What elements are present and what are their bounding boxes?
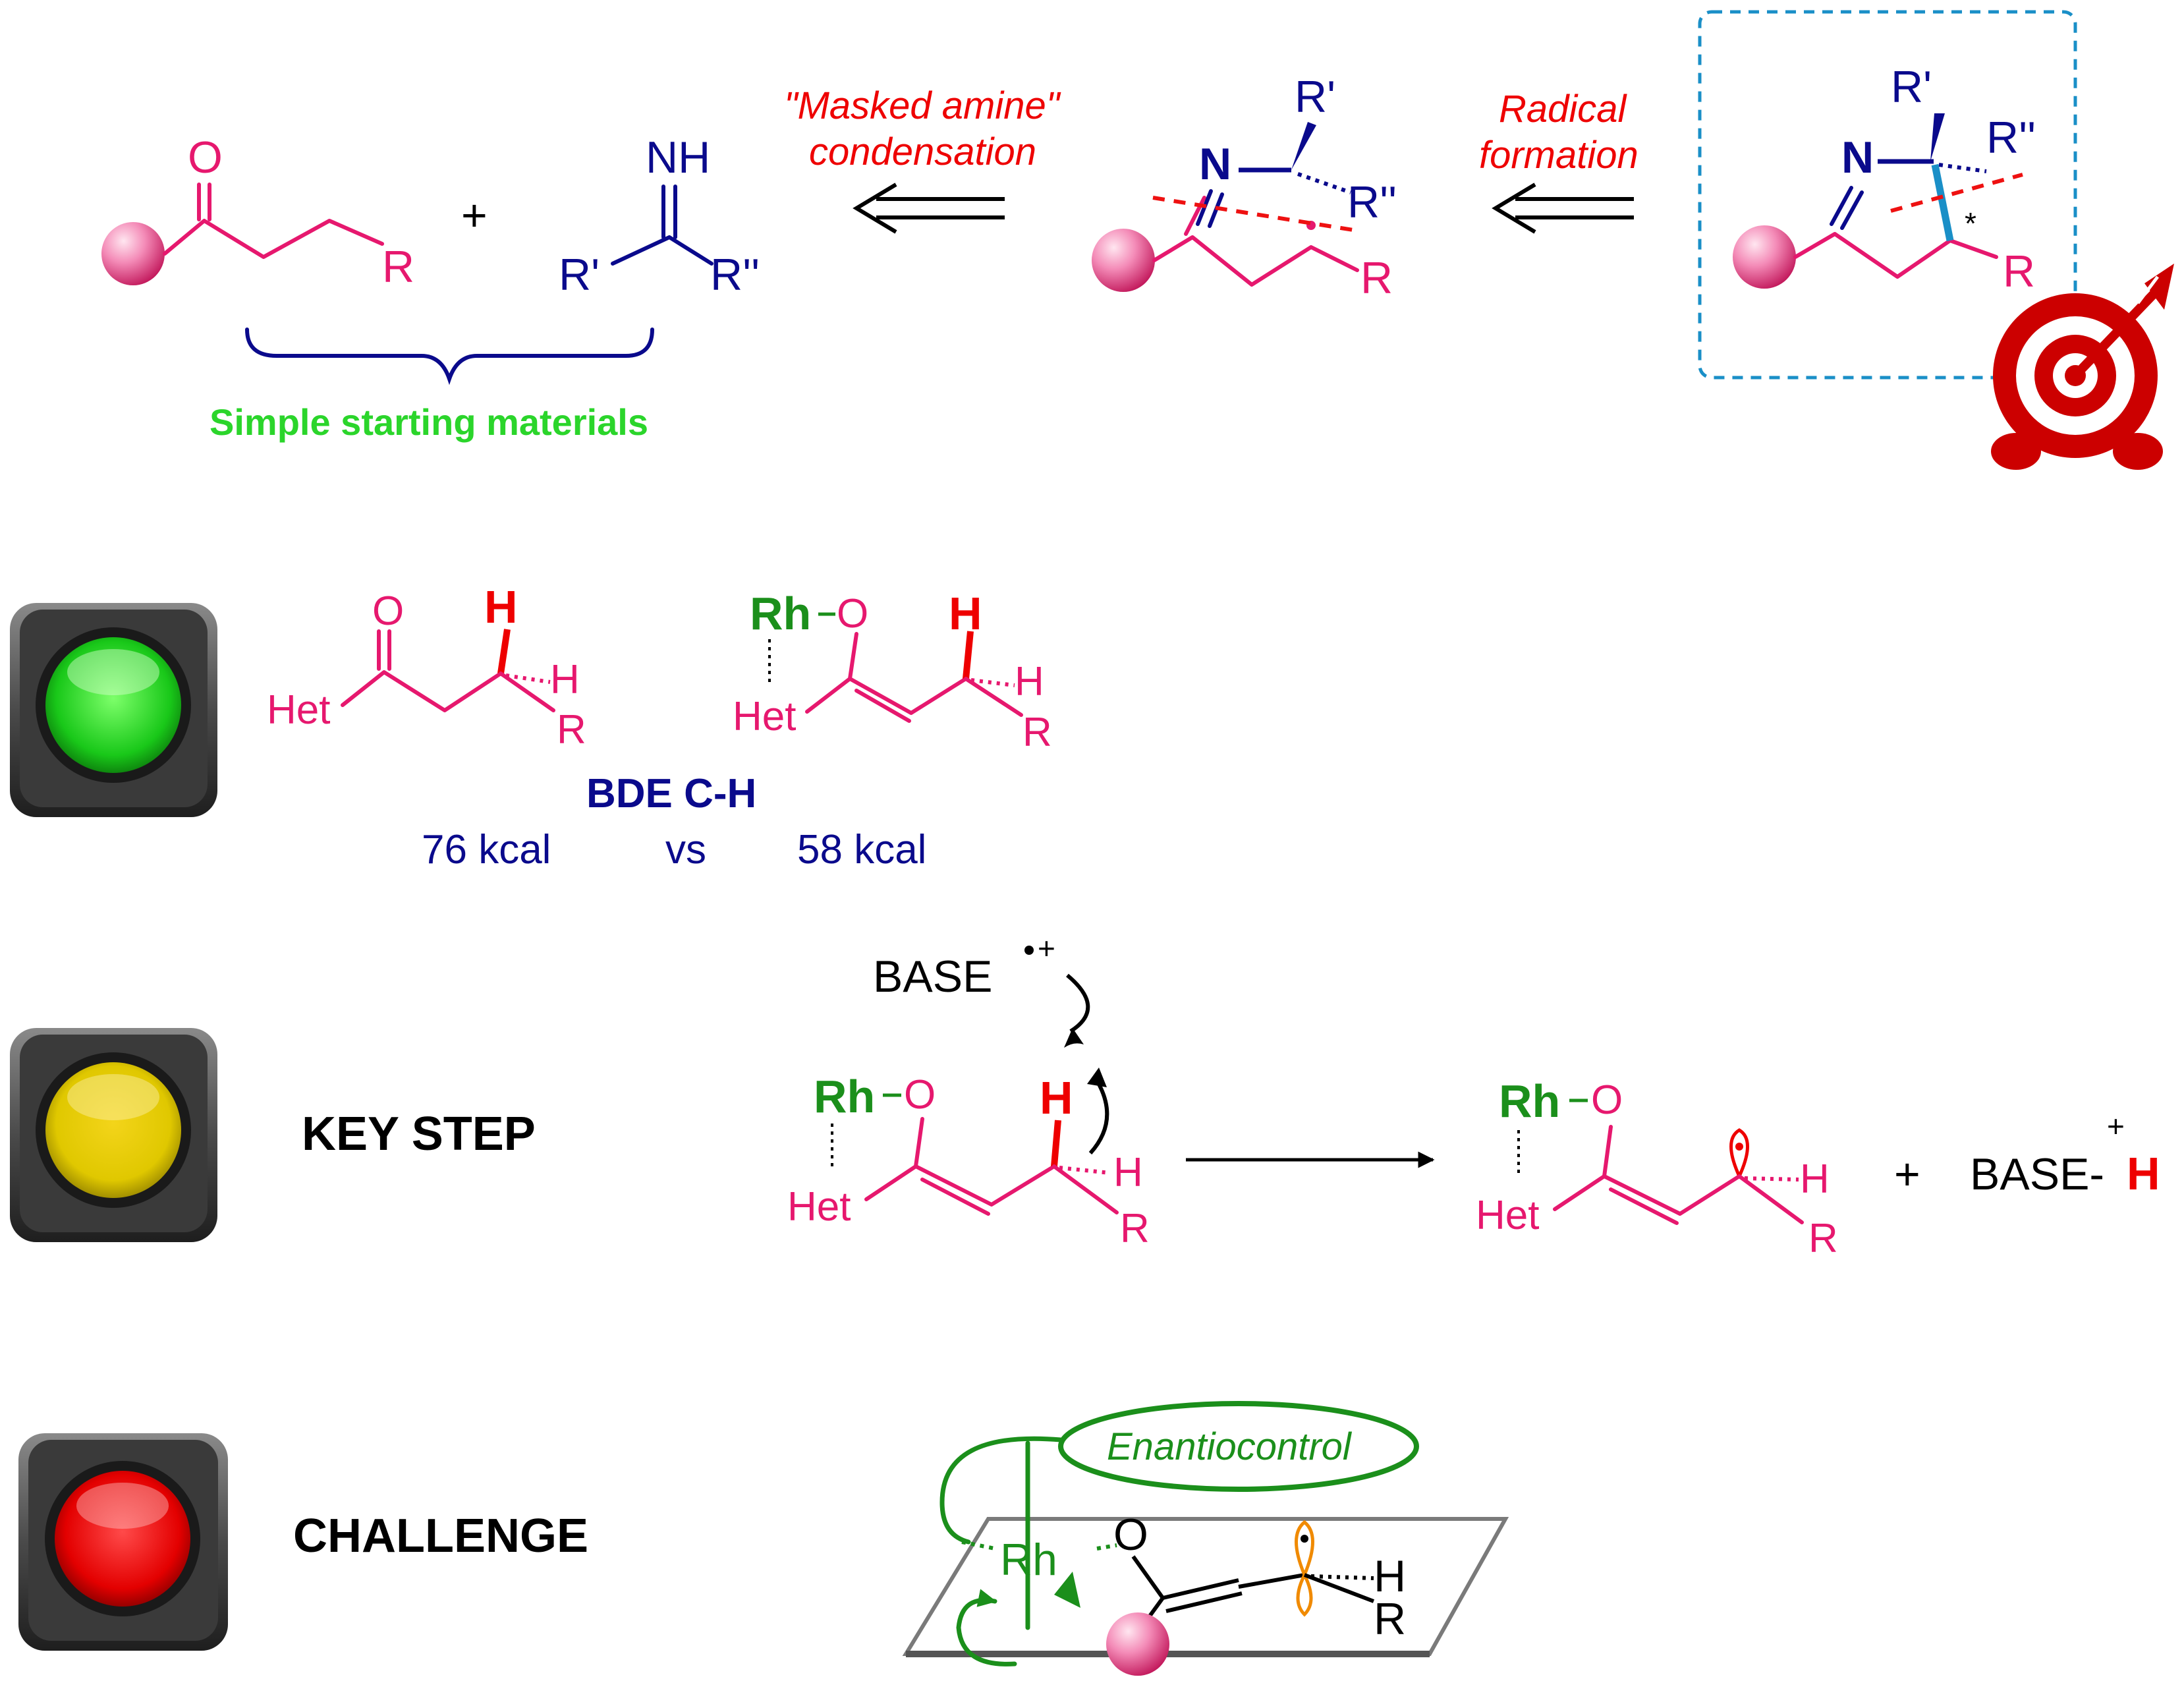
bde-vs: vs (665, 827, 706, 872)
substrate-sphere (1106, 1612, 1169, 1676)
key-step-label: KEY STEP (302, 1108, 536, 1160)
product-o: O (1591, 1077, 1623, 1123)
target-box: N R' R'' * R (1698, 10, 2077, 380)
enolate-o: O (837, 591, 868, 637)
enantiocontrol-ellipse (1058, 1401, 1419, 1492)
radical-r: R (1360, 253, 1393, 303)
highlighted-h: H (949, 588, 982, 639)
plus-sign: + (1894, 1149, 1920, 1199)
challenge-model: Enantiocontrol Rh O H R (902, 1401, 1509, 1676)
reactant-o: O (904, 1072, 936, 1118)
enolate-structure: Rh O Het H H R (733, 588, 1052, 755)
masked-amine-label: "Masked amine" (784, 84, 1061, 127)
reactant-r: R (1120, 1206, 1150, 1251)
starting-materials-label: Simple starting materials (210, 401, 648, 443)
challenge-h: H (1374, 1551, 1406, 1601)
enolate-r: R (1022, 710, 1052, 755)
product-r: R (1808, 1216, 1838, 1261)
formation-label: formation (1479, 134, 1638, 177)
product-het: Het (1476, 1193, 1539, 1238)
rh-center: Rh (1000, 1535, 1057, 1585)
imine-r1: R' (559, 250, 600, 300)
radical-r2: R'' (1347, 177, 1397, 227)
substrate-sphere (1092, 229, 1155, 292)
retro-arrow-2 (1492, 183, 1634, 234)
rh-label: Rh (814, 1071, 875, 1122)
ketone-h: H (550, 657, 580, 702)
base-label: BASE (873, 952, 992, 1002)
starting-materials-brace (245, 328, 654, 385)
condensation-label: condensation (809, 130, 1036, 173)
plus-sign: + (461, 190, 488, 241)
challenge-r: R (1374, 1594, 1406, 1644)
enolate-h: H (1015, 659, 1044, 704)
substrate-sphere (101, 222, 165, 285)
bde-left-value: 76 kcal (422, 827, 551, 872)
ketone-oxygen: O (188, 132, 223, 183)
key-step-reactant: Rh O Het H H R (787, 1071, 1150, 1251)
radical-label: Radical (1499, 88, 1628, 130)
radical-r1: R' (1295, 72, 1335, 122)
retro-imine: NH R' R'' (559, 132, 760, 300)
target-r: R (2003, 246, 2035, 297)
radical-intermediate: R N R' R'' (1092, 72, 1397, 303)
target-r2: R'' (1986, 113, 2036, 163)
base-h-charge: + (2107, 1109, 2125, 1143)
challenge-label: CHALLENGE (293, 1510, 588, 1562)
target-arrow-icon (1991, 264, 2174, 470)
stereo-mark: * (1965, 206, 1976, 241)
ketone-r: R (557, 707, 586, 753)
reactant-h: H (1113, 1150, 1143, 1195)
base-h-proton: H (2127, 1148, 2160, 1199)
ketone-r: R (382, 242, 414, 292)
ketone-structure: O Het H H R (267, 581, 586, 753)
bde-title: BDE C-H (586, 771, 756, 816)
enantiocontrol-label: Enantiocontrol (1107, 1425, 1353, 1468)
product-h: H (1800, 1156, 1830, 1202)
traffic-light-green-icon (10, 603, 217, 817)
radical-n: N (1199, 139, 1231, 189)
abstracted-h: H (1040, 1072, 1073, 1124)
imine-r2: R'' (710, 250, 760, 300)
imine-nh: NH (646, 132, 710, 183)
retro-arrow-1 (853, 183, 1005, 234)
enolate-o: O (1113, 1510, 1148, 1560)
ketone-o: O (372, 588, 404, 634)
rh-label: Rh (750, 588, 811, 639)
retro-ketone: O R (101, 132, 414, 292)
key-step-product: Rh O Het H R (1476, 1075, 1838, 1261)
base-h-label: BASE- (1970, 1149, 2104, 1199)
traffic-light-yellow-icon (10, 1028, 217, 1242)
reactant-het: Het (787, 1184, 851, 1230)
target-n: N (1841, 132, 1874, 183)
ketone-het: Het (267, 687, 330, 733)
traffic-light-red-icon (18, 1433, 228, 1651)
base-charge: + (1038, 931, 1055, 965)
enolate-het: Het (733, 694, 796, 739)
rh-label: Rh (1499, 1075, 1560, 1127)
bde-right-value: 58 kcal (797, 827, 926, 872)
target-r1: R' (1891, 62, 1932, 112)
substrate-sphere (1733, 225, 1796, 289)
highlighted-h: H (484, 581, 518, 633)
